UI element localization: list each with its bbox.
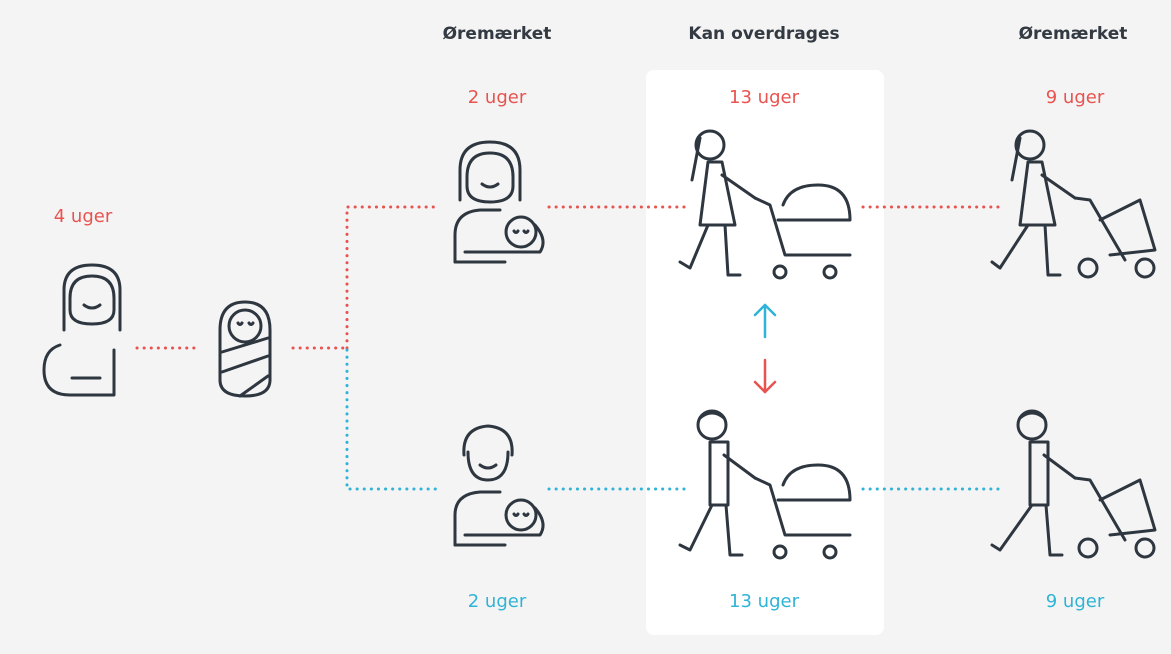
arrow-up-icon bbox=[753, 303, 777, 339]
mother-earmarked-weeks-label: 2 uger bbox=[467, 87, 527, 108]
woman-with-stroller-icon bbox=[990, 129, 1157, 279]
man-with-stroller-icon bbox=[990, 409, 1157, 559]
pregnancy-weeks-label: 4 uger bbox=[53, 206, 113, 227]
mother-holding-baby-icon bbox=[453, 140, 545, 264]
man-with-pram-icon bbox=[678, 409, 852, 560]
pregnant-woman-icon bbox=[42, 263, 122, 397]
header-transferable: Kan overdrages bbox=[688, 24, 840, 44]
swaddled-baby-icon bbox=[218, 300, 272, 398]
arrow-down-icon bbox=[753, 358, 777, 394]
father-earmarked-later-weeks-label: 9 uger bbox=[1045, 591, 1105, 612]
transferable-panel bbox=[646, 70, 884, 635]
father-earmarked-weeks-label: 2 uger bbox=[467, 591, 527, 612]
woman-with-pram-icon bbox=[678, 129, 852, 280]
mother-branch-connector bbox=[345, 205, 442, 350]
header-earmarked-left: Øremærket bbox=[442, 24, 552, 44]
father-transferable-weeks-label: 13 uger bbox=[729, 591, 799, 612]
father-holding-baby-icon bbox=[453, 424, 545, 547]
father-branch-connector bbox=[345, 348, 442, 491]
mother-earmarked-later-weeks-label: 9 uger bbox=[1045, 87, 1105, 108]
header-earmarked-right: Øremærket bbox=[1018, 24, 1128, 44]
connector-lines bbox=[135, 205, 1007, 491]
mother-transferable-weeks-label: 13 uger bbox=[729, 87, 799, 108]
